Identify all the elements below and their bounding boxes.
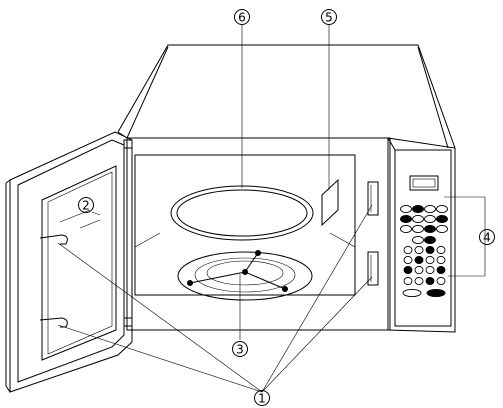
roller-ring [177,250,313,301]
callout-1-label: 1 [258,392,266,406]
keypad-button [412,214,424,224]
callout-2: 2 [78,197,94,213]
keypad-button [436,276,446,286]
keypad-button [436,255,446,265]
keypad-button [403,265,413,275]
door-lock-slots [367,181,379,286]
glass-tray [170,185,314,241]
keypad-button [402,288,422,298]
keypad-button [436,224,448,234]
keypad-button [412,224,424,234]
keypad-button [403,255,413,265]
callout-1: 1 [254,390,270,406]
keypad [400,204,448,298]
keypad-button [414,255,424,265]
keypad-button [424,235,436,245]
keypad-button [412,235,424,245]
callout-6-label: 6 [238,11,246,25]
control-panel [387,137,456,333]
keypad-button [436,214,448,224]
keypad-button [424,214,436,224]
keypad-button [436,204,448,214]
keypad-button [425,265,435,275]
door [5,131,133,393]
display-window [409,175,439,191]
callout-6: 6 [234,9,250,25]
keypad-button [425,245,435,255]
keypad-button [414,265,424,275]
callout-3-label: 3 [236,343,244,357]
keypad-button [424,224,436,234]
keypad-button [414,245,424,255]
waveguide-cover [321,178,339,227]
keypad-button [403,276,413,286]
keypad-button [436,245,446,255]
callout-4-label: 4 [483,231,491,245]
keypad-button [425,255,435,265]
callout-2-label: 2 [82,199,90,213]
callout-3: 3 [232,341,248,357]
keypad-button [403,245,413,255]
keypad-button [436,265,446,275]
callouts: 6 5 2 3 4 1 [78,9,495,406]
keypad-button [426,288,446,298]
keypad-button [424,204,436,214]
callout-4: 4 [479,229,495,245]
keypad-button [400,214,412,224]
callout-5: 5 [321,9,337,25]
keypad-button [412,204,424,214]
keypad-button [425,276,435,286]
keypad-button [414,276,424,286]
leader-lines [57,25,486,393]
keypad-button [400,224,412,234]
callout-5-label: 5 [325,11,333,25]
keypad-button [400,204,412,214]
